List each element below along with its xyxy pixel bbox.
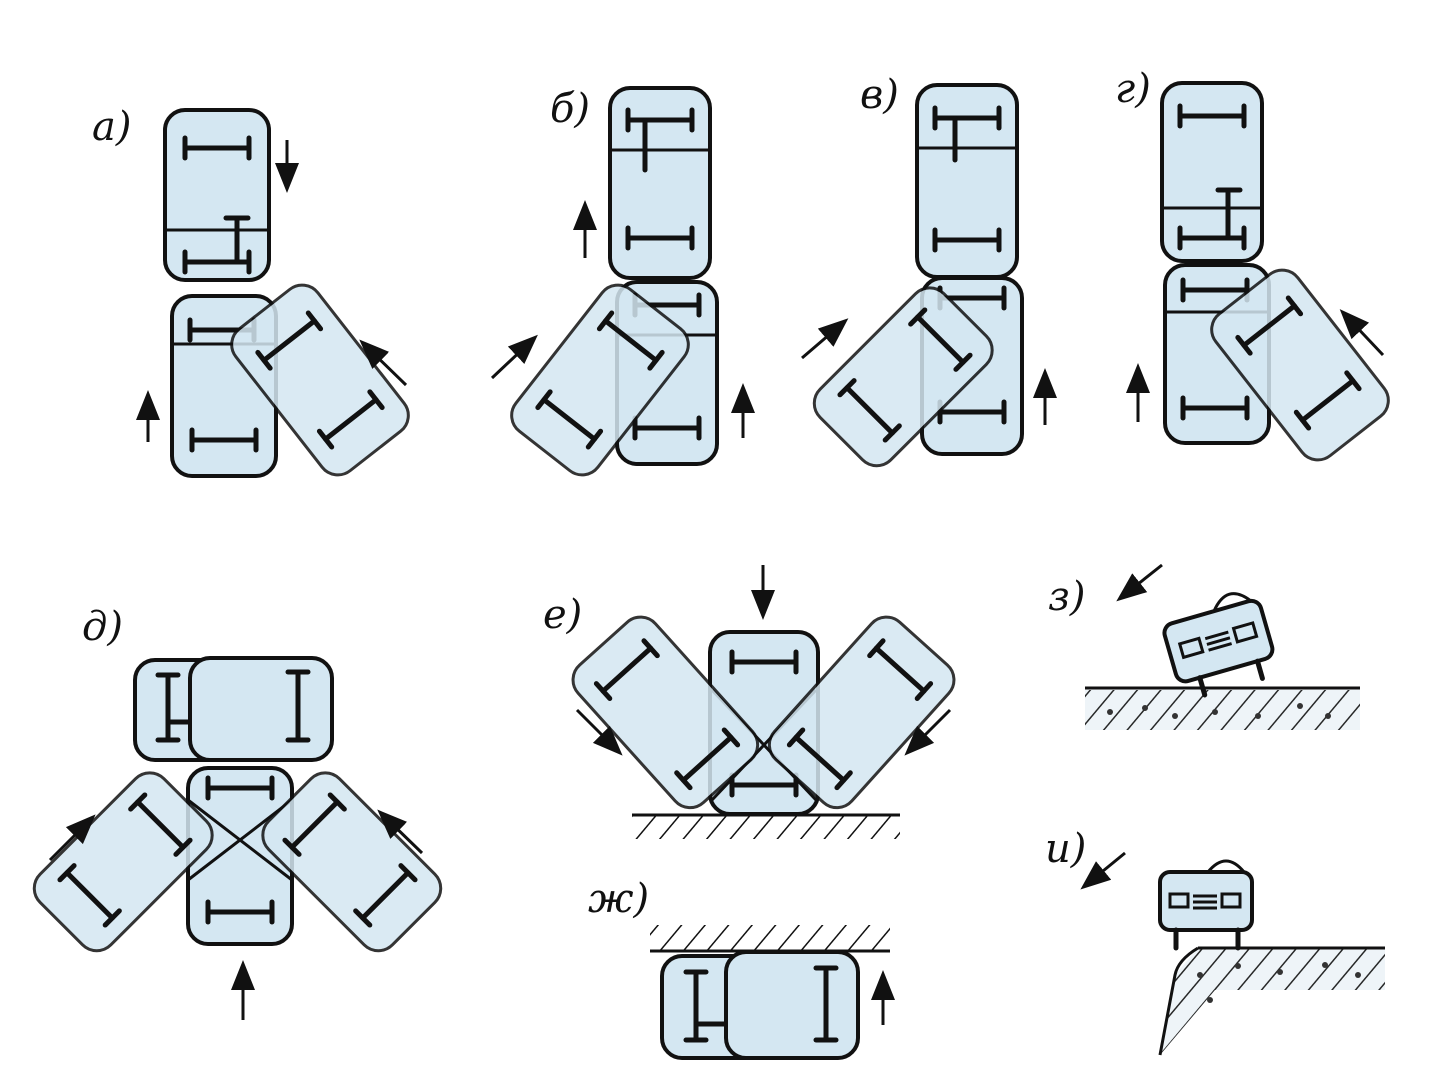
panel-label-v: в) <box>860 72 899 118</box>
vehicle-g-top <box>1160 81 1264 263</box>
arrow-icon <box>904 708 952 756</box>
ditch-ground <box>1158 946 1385 1056</box>
slope-ground <box>1085 686 1360 730</box>
panel-z: з) <box>1048 563 1360 730</box>
arrow-icon <box>1339 309 1385 357</box>
panel-label-b: б) <box>550 86 590 132</box>
vehicle-i <box>1158 859 1254 951</box>
arrow-icon <box>377 809 424 855</box>
panel-zh: ж) <box>588 876 895 1060</box>
panel-v: в) <box>801 72 1057 468</box>
vehicle-d-right-horizontal <box>188 656 334 762</box>
arrow-icon <box>48 814 96 862</box>
vehicle-b-top <box>608 86 712 280</box>
vehicle-v-angled <box>812 286 994 468</box>
arrow-icon <box>1116 563 1163 602</box>
vehicle-z-tilted <box>1162 592 1275 698</box>
panel-d: д) <box>32 604 443 1020</box>
panel-label-d: д) <box>82 604 123 650</box>
vehicle-e-right-angled <box>767 615 956 810</box>
panel-i: и) <box>1045 826 1385 1056</box>
vehicle-b-angled <box>510 283 690 477</box>
panel-label-i: и) <box>1045 826 1086 872</box>
panel-label-g: г) <box>1115 66 1151 112</box>
panel-g: г) <box>1115 66 1390 462</box>
panel-a: а) <box>92 104 410 478</box>
vehicle-v-top <box>915 83 1019 279</box>
arrow-icon <box>575 708 623 756</box>
vehicle-a-top <box>163 108 271 282</box>
arrow-icon <box>801 318 849 360</box>
vehicle-zh-right <box>724 950 860 1060</box>
panel-label-z: з) <box>1048 574 1085 620</box>
panel-label-zh: ж) <box>588 876 649 922</box>
panel-b: б) <box>490 86 755 477</box>
arrow-icon <box>359 339 408 387</box>
panel-label-a: а) <box>92 104 131 150</box>
vehicle-e-left-angled <box>571 615 760 810</box>
arrow-icon <box>1080 851 1126 890</box>
hatched-ground-icon <box>632 813 900 839</box>
hatched-ground-icon <box>650 925 890 953</box>
arrow-icon <box>490 334 538 380</box>
panel-label-e: е) <box>543 592 582 638</box>
panel-e: е) <box>543 565 956 839</box>
